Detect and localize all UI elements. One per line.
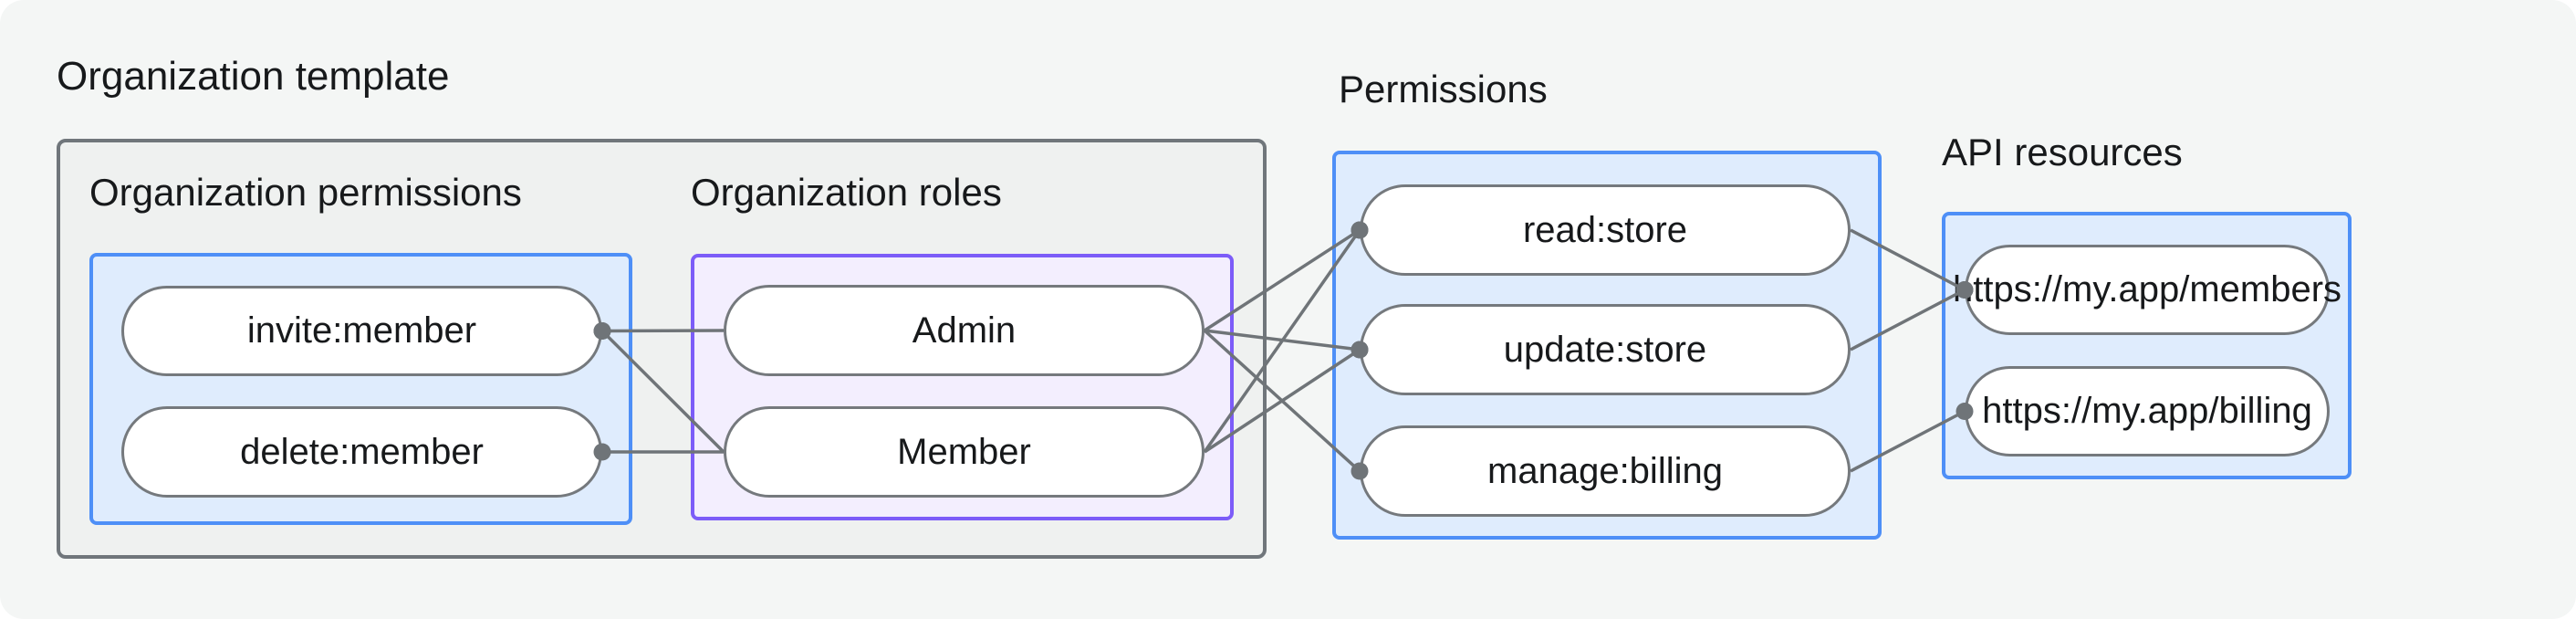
pill-billing-api: https://my.app/billing [1965, 366, 2330, 456]
organization-permissions-label: Organization permissions [89, 171, 522, 214]
pill-member: Member [724, 406, 1205, 498]
organization-roles-label: Organization roles [691, 171, 1002, 214]
pill-admin: Admin [724, 285, 1205, 376]
pill-read-store: read:store [1360, 184, 1851, 276]
permissions-label: Permissions [1339, 68, 1548, 110]
pill-members-api: https://my.app/members [1953, 245, 2341, 335]
pill-delete-member: delete:member [121, 406, 602, 498]
api-resources-label: API resources [1942, 131, 2183, 173]
pill-manage-billing: manage:billing [1360, 425, 1851, 517]
organization-template-label: Organization template [57, 54, 450, 99]
pill-invite-member: invite:member [121, 286, 602, 376]
pill-update-store: update:store [1360, 304, 1851, 395]
